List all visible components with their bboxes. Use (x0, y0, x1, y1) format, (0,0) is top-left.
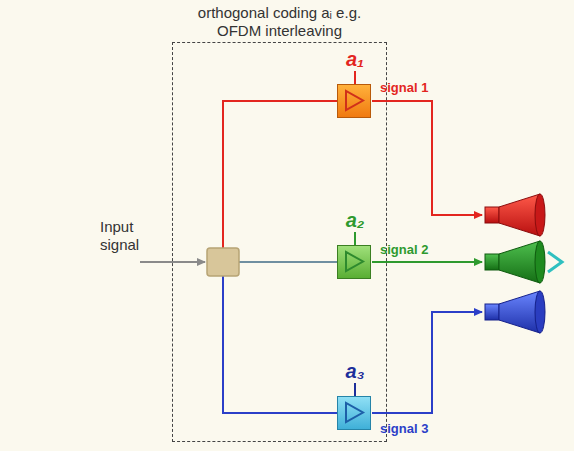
horn-antenna (485, 291, 545, 333)
gain-stem (354, 232, 356, 245)
blue-wire (223, 276, 337, 413)
splitter-box (207, 248, 239, 276)
green-wire (239, 261, 337, 263)
coding-block: orthogonal coding aᵢ e.g. OFDM interleav… (172, 4, 387, 442)
amp-triangle (338, 397, 369, 428)
block-title: orthogonal coding aᵢ e.g. OFDM interleav… (189, 4, 370, 40)
input-label: Input signal (100, 218, 152, 254)
amp-triangle (338, 246, 369, 277)
signal-label: signal 1 (380, 80, 428, 96)
amp-box (337, 396, 371, 430)
gain-stem (354, 71, 356, 84)
gain-label: a₁ (325, 48, 385, 70)
amp-triangle (338, 85, 369, 116)
red-output (372, 101, 482, 215)
blue-output (372, 312, 482, 413)
gain-stem (354, 383, 356, 396)
horn-antenna (485, 241, 545, 283)
amp-box (337, 245, 371, 279)
red-wire (223, 101, 337, 248)
gain-label: a₃ (325, 360, 385, 382)
amp-box (337, 84, 371, 118)
green-output (372, 261, 482, 263)
gain-label: a₂ (325, 209, 385, 231)
beam-mark (548, 252, 562, 272)
amplifier: a₂ (337, 209, 373, 279)
amplifier: a₁ (337, 48, 373, 118)
signal-label: signal 2 (380, 242, 428, 258)
amplifier: a₃ (337, 360, 373, 430)
signal-label: signal 3 (380, 421, 428, 437)
horn-antenna (485, 194, 545, 236)
